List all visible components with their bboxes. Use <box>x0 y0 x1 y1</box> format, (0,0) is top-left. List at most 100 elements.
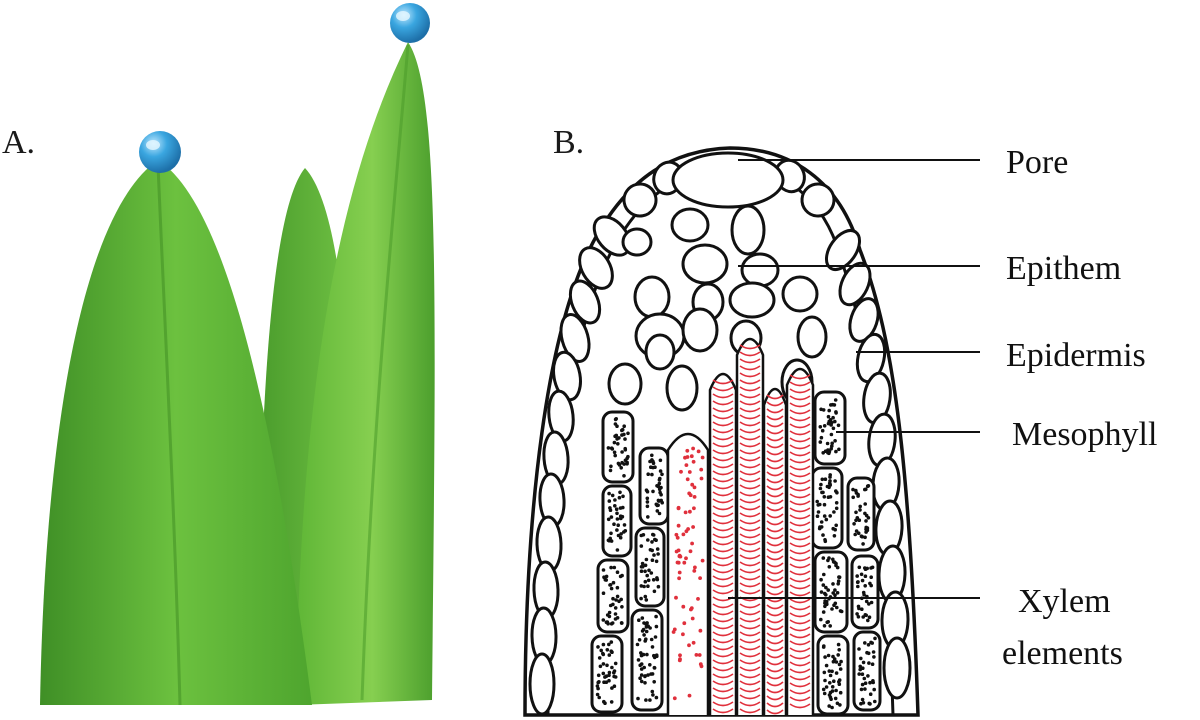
chloroplast-dot <box>615 570 620 574</box>
chloroplast-dot <box>639 533 644 538</box>
chloroplast-dot <box>641 627 646 632</box>
chloroplast-dot <box>649 672 653 676</box>
chloroplast-dot <box>654 695 659 700</box>
chloroplast-dot <box>830 402 835 407</box>
chloroplast-dot <box>827 565 832 569</box>
chloroplast-dot <box>644 698 648 702</box>
chloroplast-dot <box>863 535 867 540</box>
chloroplast-dot <box>618 535 623 540</box>
chloroplast-dot <box>653 635 658 639</box>
chloroplast-dot <box>824 517 829 522</box>
epithem-cell <box>607 362 643 406</box>
chloroplast-dot <box>597 656 602 660</box>
chloroplast-dot <box>613 661 618 666</box>
chloroplast-dot <box>643 579 648 584</box>
chloroplast-dot <box>596 645 600 649</box>
chloroplast-dot <box>833 588 837 592</box>
chloroplast-dot <box>826 653 831 658</box>
chloroplast-dot <box>650 558 655 562</box>
chloroplast-dot <box>658 490 662 495</box>
chloroplast-dot <box>834 411 838 415</box>
xylem-pit <box>676 560 681 565</box>
chloroplast-dot <box>818 425 823 429</box>
chloroplast-dot <box>637 618 641 622</box>
chloroplast-dot <box>609 622 614 626</box>
chloroplast-dot <box>643 569 647 574</box>
chloroplast-dot <box>607 670 612 675</box>
chloroplast-dot <box>852 522 856 526</box>
chloroplast-dot <box>837 682 842 686</box>
chloroplast-dot <box>645 652 649 657</box>
chloroplast-dot <box>833 696 838 701</box>
epithem-cell <box>665 364 699 412</box>
chloroplast-dot <box>644 622 648 626</box>
hydathode-section <box>523 146 920 717</box>
chloroplast-dot <box>838 690 843 695</box>
chloroplast-dot <box>651 461 656 466</box>
chloroplast-dot <box>824 585 828 590</box>
chloroplast-dot <box>832 534 837 538</box>
chloroplast-dot <box>620 605 624 609</box>
chloroplast-dot <box>823 678 827 683</box>
epithem-cell <box>796 315 828 359</box>
chloroplast-dot <box>821 687 826 692</box>
leader-lines <box>728 159 980 599</box>
chloroplast-dot <box>827 556 831 560</box>
chloroplast-dot <box>612 684 617 688</box>
chloroplast-dot <box>614 598 618 602</box>
chloroplast-dot <box>833 398 838 402</box>
xylem-pit <box>690 616 695 621</box>
chloroplast-dot <box>860 682 865 687</box>
mesophyll-cell <box>852 630 882 712</box>
water-droplet-left <box>139 131 181 173</box>
chloroplast-dot <box>863 502 867 506</box>
chloroplast-dot <box>651 533 656 537</box>
chloroplast-dot <box>643 674 647 679</box>
chloroplast-dot <box>827 451 831 456</box>
chloroplast-dot <box>831 582 835 586</box>
chloroplast-dot <box>640 561 645 566</box>
tall-blade <box>296 42 435 705</box>
chloroplast-dot <box>644 637 648 641</box>
chloroplast-dot <box>640 616 645 620</box>
xylem-pit <box>674 549 679 554</box>
chloroplast-dot <box>816 510 821 514</box>
chloroplast-dot <box>834 501 839 505</box>
epidermis-cell <box>800 182 836 218</box>
chloroplast-dot <box>819 590 824 594</box>
chloroplast-dot <box>622 523 627 527</box>
chloroplast-dot <box>859 687 864 692</box>
xylem-pit <box>697 653 702 657</box>
chloroplast-dot <box>616 442 620 446</box>
xylem-pit <box>688 509 692 514</box>
chloroplast-dot <box>607 642 611 647</box>
chloroplast-dot <box>864 599 869 604</box>
chloroplast-dot <box>635 642 640 647</box>
chloroplast-dot <box>830 441 834 446</box>
chloroplast-dot <box>612 522 616 526</box>
chloroplast-dot <box>603 675 607 679</box>
epidermis-cell <box>552 350 582 402</box>
chloroplast-dot <box>644 625 649 629</box>
chloroplast-dot <box>606 517 611 522</box>
chloroplast-dot <box>823 449 828 454</box>
chloroplast-dot <box>601 591 606 595</box>
xylem-pit <box>676 506 681 511</box>
chloroplast-dot <box>834 671 839 675</box>
chloroplast-dot <box>598 664 603 669</box>
chloroplast-dot <box>615 528 619 532</box>
xylem-pit <box>677 576 681 581</box>
chloroplast-dot <box>601 671 606 676</box>
chloroplast-dot <box>856 584 860 589</box>
chloroplast-dot <box>867 661 871 665</box>
epithem-cells <box>607 204 828 412</box>
chloroplast-dot <box>873 636 877 641</box>
chloroplast-dot <box>609 464 613 469</box>
chloroplast-dot <box>858 667 862 672</box>
chloroplast-dot <box>863 584 867 588</box>
chloroplast-dot <box>612 670 616 675</box>
chloroplast-dot <box>642 665 646 670</box>
chloroplast-dot <box>860 697 865 702</box>
chloroplast-dot <box>830 607 834 611</box>
epithem-cell <box>633 275 671 319</box>
